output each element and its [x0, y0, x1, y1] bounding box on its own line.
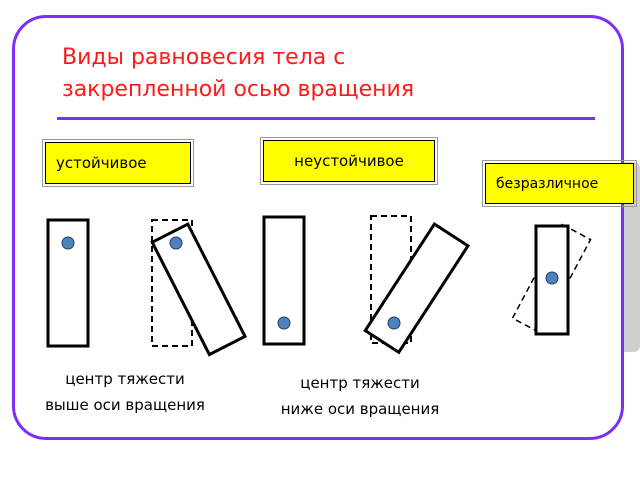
caption-center-above: центр тяжести выше оси вращения — [20, 366, 230, 418]
caption-above-line-2: выше оси вращения — [45, 396, 205, 414]
unstable-tilted-body — [363, 215, 471, 355]
page-title: Виды равновесия тела с закрепленной осью… — [62, 42, 582, 106]
axis-dot — [387, 316, 401, 330]
title-line-2: закрепленной осью вращения — [62, 77, 415, 102]
unstable-upright-body — [262, 215, 306, 346]
label-stable: устойчивое — [42, 139, 194, 187]
axis-dot — [545, 271, 559, 285]
caption-center-below: центр тяжести ниже оси вращения — [255, 370, 465, 422]
label-unstable: неустойчивое — [260, 137, 438, 185]
axis-dot — [277, 316, 291, 330]
caption-below-line-2: ниже оси вращения — [280, 400, 440, 418]
stable-upright-body — [46, 218, 90, 348]
axis-dot — [61, 236, 75, 250]
axis-dot — [169, 236, 183, 250]
title-underline — [57, 117, 595, 120]
label-indifferent: безразличное — [482, 160, 637, 207]
slide-side-tab — [620, 162, 640, 352]
caption-above-line-1: центр тяжести — [65, 370, 185, 388]
slide-frame — [12, 15, 624, 440]
caption-below-line-1: центр тяжести — [300, 374, 420, 392]
indifferent-body — [511, 223, 592, 336]
stable-tilted-body — [150, 219, 248, 357]
title-line-1: Виды равновесия тела с — [62, 45, 346, 70]
